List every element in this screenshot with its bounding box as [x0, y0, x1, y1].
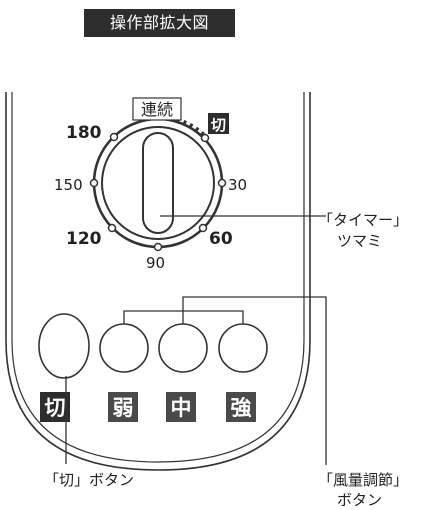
off-button[interactable] [38, 313, 90, 379]
timer-callout-line2: ツマミ [337, 232, 382, 250]
tick-90 [153, 242, 163, 252]
tick-120 [107, 223, 117, 233]
mark-150: 150 [54, 176, 83, 194]
timer-dial-ticks [89, 132, 227, 252]
panel-outline-outer [5, 92, 311, 471]
continuous-label: 連続 [141, 100, 173, 119]
tick-150 [89, 178, 99, 188]
tick-60 [198, 223, 208, 233]
mark-30: 30 [228, 176, 247, 194]
leader-lines [65, 215, 327, 465]
off-button-label-box [40, 392, 70, 422]
weak-button[interactable] [99, 323, 149, 373]
wind-leader-stem [182, 296, 327, 465]
mark-120: 120 [66, 229, 102, 249]
mark-60: 60 [209, 229, 233, 249]
tick-30 [217, 178, 227, 188]
off-button-label: 切 [45, 396, 66, 420]
medium-button[interactable] [158, 323, 208, 373]
timer-callout-line1: 「タイマー」 [318, 211, 408, 229]
off-label-box [208, 113, 229, 134]
wind-callout-line1: 「風量調節」 [318, 471, 408, 489]
medium-button-label: 中 [171, 396, 192, 420]
mark-90: 90 [146, 254, 165, 272]
strong-button-label: 強 [231, 396, 252, 420]
strong-button[interactable] [218, 323, 268, 373]
off-label: 切 [211, 116, 226, 134]
page-title: 操作部拡大図 [84, 9, 235, 37]
weak-button-label-box [108, 392, 138, 422]
weak-button-label: 弱 [113, 396, 134, 420]
strong-button-label-box [226, 392, 256, 422]
mark-180: 180 [66, 123, 102, 143]
wind-callout-line2: ボタン [337, 491, 382, 509]
tick-off [200, 133, 210, 143]
medium-button-label-box [166, 392, 196, 422]
panel-outline-inner [11, 92, 305, 463]
timer-dial-grip[interactable] [142, 132, 174, 234]
tick-180 [109, 132, 119, 142]
off-button-callout: 「切」ボタン [44, 471, 134, 489]
continuous-label-box [132, 97, 182, 121]
